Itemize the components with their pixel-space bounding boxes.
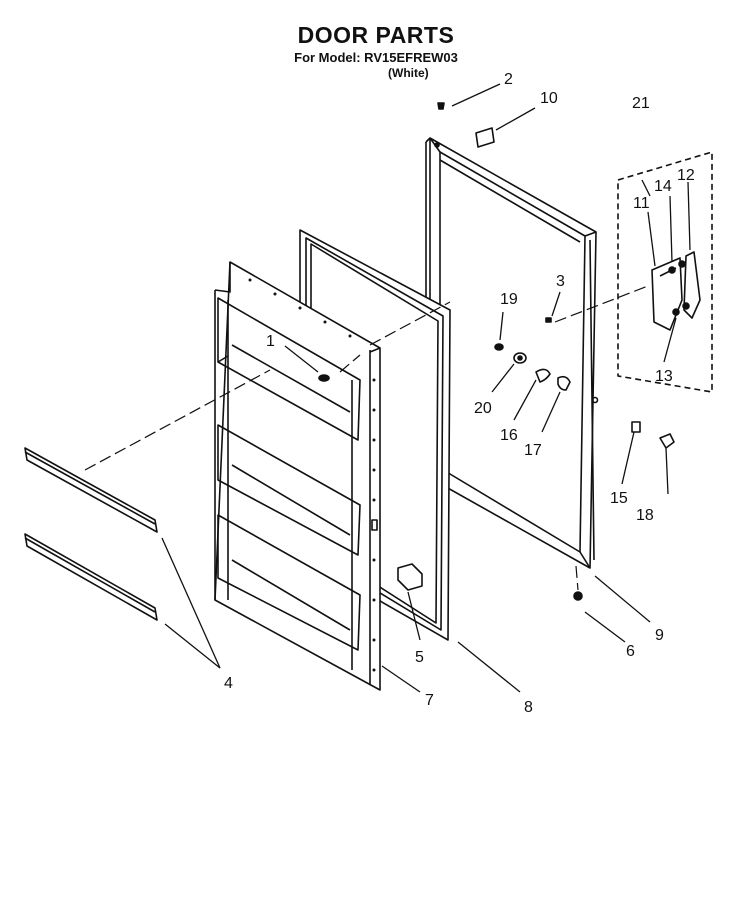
- callout-19: 19: [500, 291, 518, 308]
- callout-12: 12: [677, 167, 695, 184]
- callout-21: 21: [632, 95, 650, 112]
- liner-shelf-1: [217, 297, 361, 441]
- callout-10: 10: [540, 90, 558, 107]
- door-shelf-rail-lower: [24, 533, 158, 621]
- callout-2: 2: [504, 71, 513, 88]
- outer-door-panel: [425, 137, 599, 569]
- callout-6: 6: [626, 643, 635, 660]
- callout-numbers: 1 2 3 4 5 6 7 8 9 10 11 12 13 14 15 16 1…: [224, 71, 695, 716]
- callout-1: 1: [266, 333, 275, 350]
- leader-lines: [161, 83, 691, 693]
- callout-15: 15: [610, 490, 628, 507]
- inner-door-liner: [214, 261, 381, 691]
- callout-20: 20: [474, 400, 492, 417]
- model-line: For Model: RV15EFREW03: [294, 50, 458, 65]
- callout-5: 5: [415, 649, 424, 666]
- callout-14: 14: [654, 178, 672, 195]
- assembly-lines: [84, 285, 649, 591]
- callout-8: 8: [524, 699, 533, 716]
- small-parts: [318, 102, 675, 601]
- callout-18: 18: [636, 507, 654, 524]
- callout-4: 4: [224, 675, 233, 692]
- callout-16: 16: [500, 427, 518, 444]
- callout-13: 13: [655, 368, 673, 385]
- hinge-assembly: [617, 151, 713, 393]
- callout-7: 7: [425, 692, 434, 709]
- door-shelf-rail-upper: [24, 447, 158, 533]
- liner-shelf-3: [217, 514, 361, 651]
- diagram-title: DOOR PARTS: [297, 22, 455, 48]
- variant-label: (White): [388, 66, 429, 80]
- liner-shelf-2: [217, 424, 361, 556]
- callout-11: 11: [633, 195, 650, 212]
- callout-9: 9: [655, 627, 664, 644]
- callout-17: 17: [524, 442, 542, 459]
- callout-3: 3: [556, 273, 565, 290]
- liner-flange-holes: [248, 278, 376, 672]
